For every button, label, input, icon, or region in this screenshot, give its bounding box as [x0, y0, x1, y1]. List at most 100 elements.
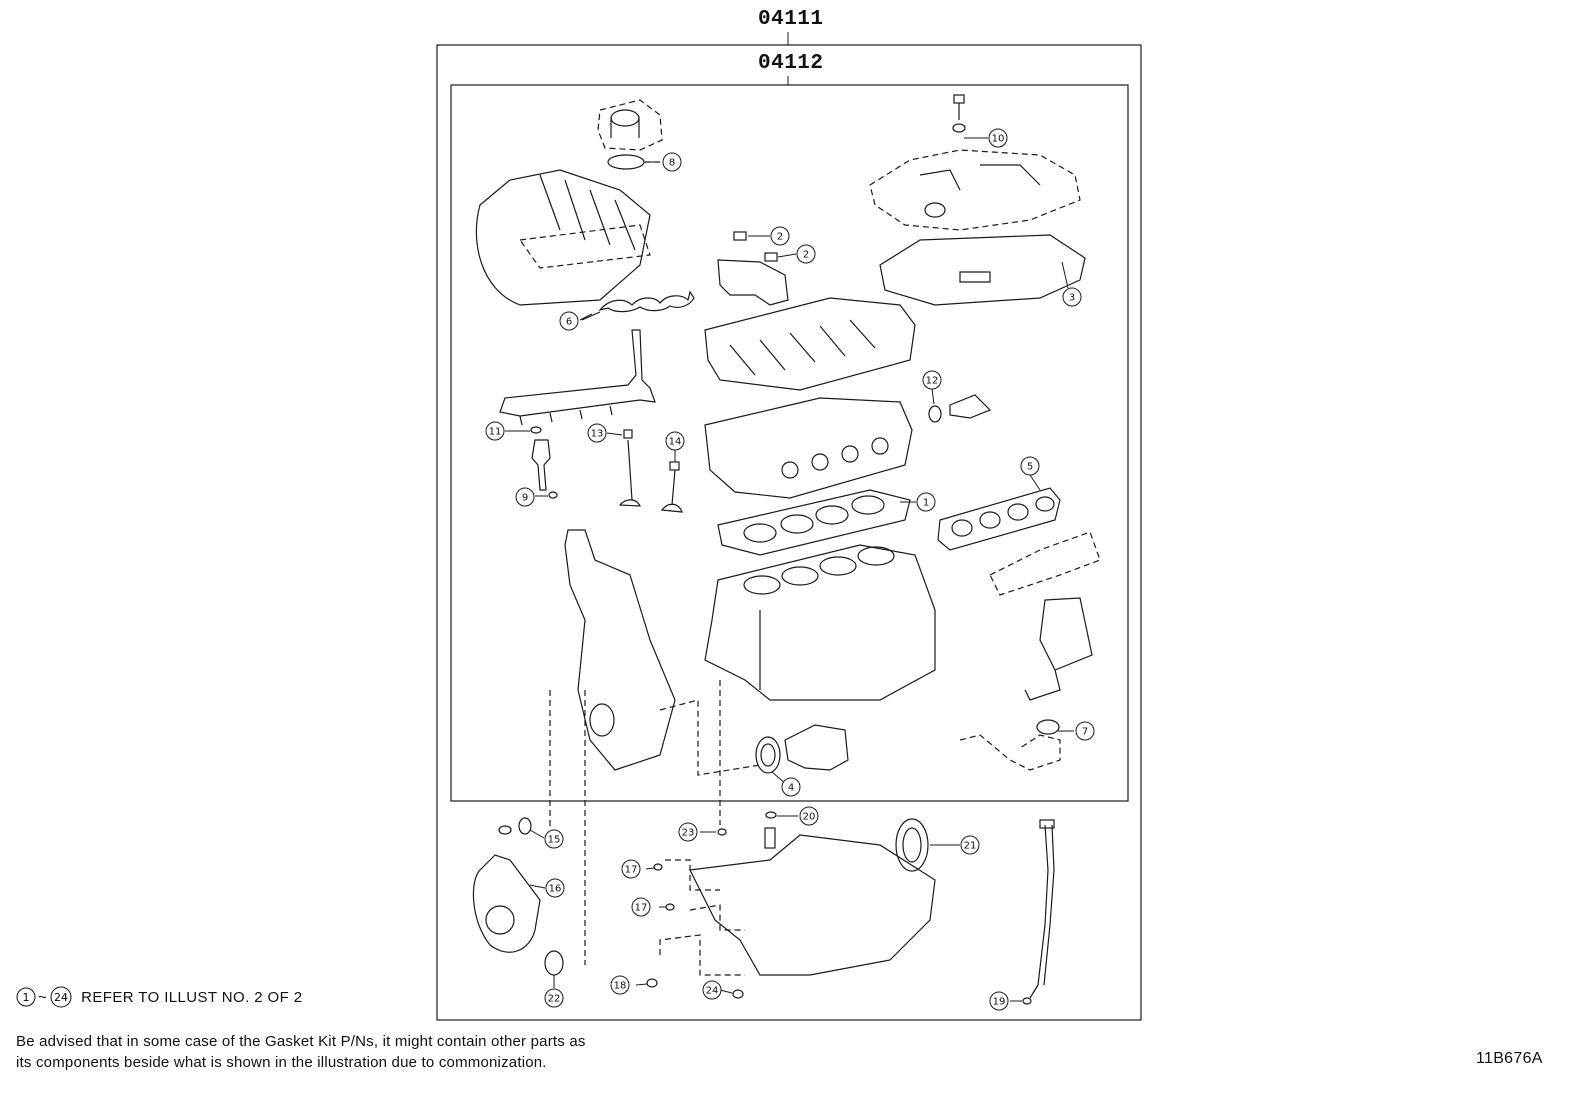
- callout-label: 13: [591, 429, 604, 440]
- callout-c1: 1: [916, 492, 936, 512]
- callout-circle: [702, 980, 722, 1000]
- water-outlet: [784, 724, 849, 771]
- callout-circle: [799, 806, 819, 826]
- callout-circle: [662, 152, 682, 172]
- cam-sensor-housing: [717, 231, 789, 306]
- callout-c19: 19: [989, 991, 1009, 1011]
- range-end-label: 24: [54, 991, 68, 1004]
- callout-label: 6: [566, 317, 572, 328]
- bolt-10: [952, 94, 966, 133]
- callout-c3: 3: [1062, 287, 1082, 307]
- callout-circle: [515, 487, 535, 507]
- callout-label: 15: [548, 835, 561, 846]
- callout-label: 21: [964, 841, 977, 852]
- callout-label: 11: [489, 427, 502, 438]
- callout-circle: [988, 128, 1008, 148]
- oil-seal-22: [544, 950, 564, 976]
- callout-circle: [1062, 287, 1082, 307]
- callout-c15: 15: [544, 829, 564, 849]
- front-crankshaft-oil-seal: [755, 736, 781, 774]
- callout-label: 9: [522, 493, 528, 504]
- cylinder-head-gasket: [717, 489, 911, 556]
- callout-label: 14: [669, 437, 682, 448]
- callout-label: 20: [803, 812, 816, 823]
- callout-circle: [544, 988, 564, 1008]
- sensor-12: [928, 394, 992, 423]
- callout-c11: 11: [485, 421, 505, 441]
- callout-circle: [665, 431, 685, 451]
- refer-note-text: REFER TO ILLUST NO. 2 OF 2: [81, 988, 303, 1006]
- callout-c6: 6: [559, 311, 579, 331]
- callout-c12: 12: [922, 370, 942, 390]
- camshaft-housing: [704, 297, 916, 391]
- oil-pan: [659, 827, 936, 976]
- callout-circle: [1075, 721, 1095, 741]
- kit-inner-frame: [450, 84, 1129, 802]
- callout-c24: 24: [702, 980, 722, 1000]
- callout-range-end-marker: 24: [50, 986, 72, 1008]
- callout-label: 19: [993, 997, 1006, 1008]
- rear-crankshaft-oil-seal: [895, 818, 929, 872]
- callout-circle: [544, 829, 564, 849]
- callout-circle: [922, 370, 942, 390]
- callout-label: 5: [1027, 462, 1033, 473]
- callout-circle: [770, 226, 790, 246]
- callout-label: 23: [682, 828, 695, 839]
- fuel-rail: [499, 329, 656, 426]
- callout-circle: [587, 423, 607, 443]
- callout-label: 17: [625, 865, 638, 876]
- callout-c13: 13: [587, 423, 607, 443]
- gasket-20: [765, 811, 777, 819]
- callout-c8: 8: [662, 152, 682, 172]
- callout-circle: [485, 421, 505, 441]
- o-ring-17b: [665, 903, 675, 911]
- illustration-id: 11B676A: [1476, 1050, 1543, 1067]
- callout-c21: 21: [960, 835, 980, 855]
- cylinder-head-cover-gasket: [879, 234, 1086, 306]
- range-start-label: 1: [23, 991, 30, 1004]
- oil-level-gauge-guide: [1029, 819, 1055, 999]
- timing-chain-cover: [549, 529, 761, 965]
- callout-c14: 14: [665, 431, 685, 451]
- callout-c2a: 2: [770, 226, 790, 246]
- callout-c23: 23: [678, 822, 698, 842]
- intake-manifold-gasket: [581, 290, 695, 321]
- exhaust-manifold-gasket: [937, 487, 1061, 551]
- gasket-24: [732, 989, 744, 999]
- callout-circle: [1020, 456, 1040, 476]
- intake-manifold: [475, 169, 651, 306]
- callout-c2b: 2: [796, 244, 816, 264]
- callout-c10: 10: [988, 128, 1008, 148]
- callout-c20: 20: [799, 806, 819, 826]
- advisory-line-2: its components beside what is shown in t…: [16, 1054, 547, 1071]
- callout-c18: 18: [610, 975, 630, 995]
- bolt-15: [498, 817, 532, 835]
- throttle-body: [597, 99, 663, 151]
- callout-range-start-marker: 1: [16, 987, 36, 1007]
- callout-circle: [781, 777, 801, 797]
- callout-circle: [796, 244, 816, 264]
- exhaust-manifold: [989, 531, 1101, 701]
- callout-label: 17: [635, 903, 648, 914]
- callout-c5: 5: [1020, 456, 1040, 476]
- o-ring-18: [646, 978, 658, 988]
- exhaust-valve: [660, 461, 683, 513]
- callout-circle: [678, 822, 698, 842]
- cylinder-head: [704, 397, 913, 499]
- callout-circle: [610, 975, 630, 995]
- callout-label: 4: [788, 783, 794, 794]
- o-ring-19: [1022, 997, 1032, 1005]
- callout-markers: 1223456789101112131415161717181920212223…: [485, 128, 1095, 1011]
- callout-c16: 16: [545, 878, 565, 898]
- o-ring-17a: [653, 863, 663, 871]
- kit-outer-part-number: 04111: [758, 8, 824, 31]
- callout-c17a: 17: [621, 859, 641, 879]
- callout-label: 7: [1082, 727, 1088, 738]
- callout-circle: [545, 878, 565, 898]
- callout-c9: 9: [515, 487, 535, 507]
- advisory-line-1: Be advised that in some case of the Gask…: [16, 1033, 586, 1050]
- intake-valve: [618, 429, 641, 507]
- callout-circle: [631, 897, 651, 917]
- callout-circle: [960, 835, 980, 855]
- kit-inner-part-number: 04112: [758, 52, 824, 75]
